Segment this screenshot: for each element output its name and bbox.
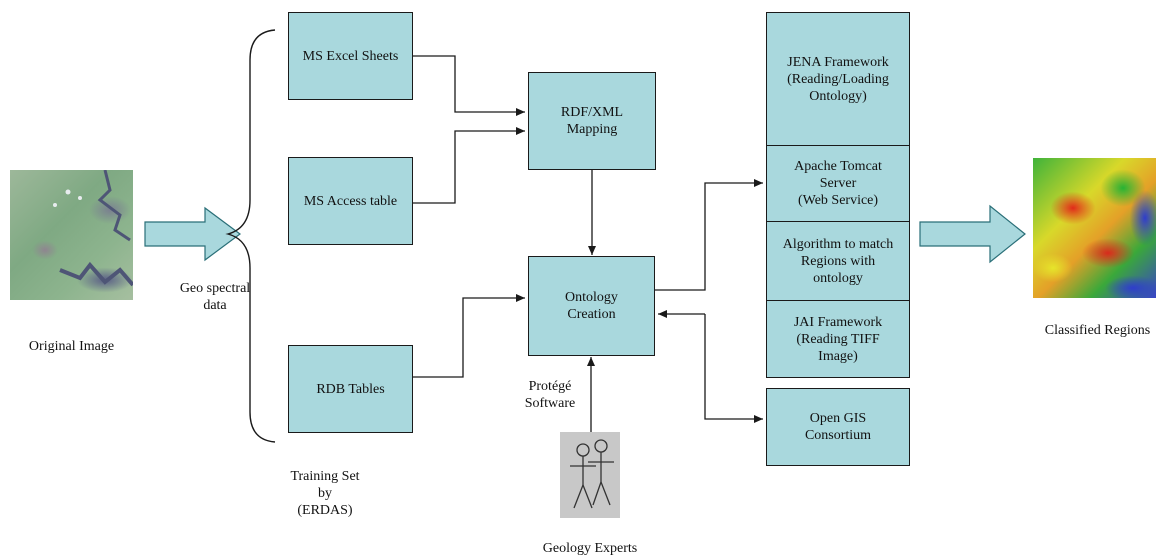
rdb-tables-box: RDB Tables: [288, 345, 413, 433]
jai-framework-box: JAI Framework (Reading TIFF Image): [766, 300, 910, 378]
access-to-rdf-arrow: [413, 131, 525, 203]
geology-experts-label: Geology Experts: [520, 540, 660, 557]
original-image: [10, 170, 133, 300]
ontology-to-tomcat-arrow: [655, 183, 763, 290]
ontology-creation-box: Ontology Creation: [528, 256, 655, 356]
training-set-label: Training Set by (ERDAS): [270, 468, 380, 519]
classified-regions-image: [1033, 158, 1156, 298]
original-image-rivers: [10, 170, 133, 300]
protege-software-label: Protégé Software: [515, 378, 585, 412]
excel-to-rdf-arrow: [400, 56, 525, 112]
rdb-to-ontology-arrow: [413, 298, 525, 377]
classified-regions-label: Classified Regions: [1030, 322, 1165, 339]
ms-access-box: MS Access table: [288, 157, 413, 245]
original-image-label: Original Image: [10, 338, 133, 355]
open-gis-box: Open GIS Consortium: [766, 388, 910, 466]
geology-experts-icon: [560, 432, 620, 518]
algorithm-match-box: Algorithm to match Regions with ontology: [766, 221, 910, 301]
rdf-xml-mapping-box: RDF/XML Mapping: [528, 72, 656, 170]
training-set-brace: [228, 30, 275, 442]
geo-spectral-label: Geo spectral data: [160, 280, 270, 314]
jena-framework-box: JENA Framework (Reading/Loading Ontology…: [766, 12, 910, 146]
ms-excel-box: MS Excel Sheets: [288, 12, 413, 100]
apache-tomcat-box: Apache Tomcat Server (Web Service): [766, 145, 910, 222]
opengis-ontology-arrow: [705, 314, 763, 419]
output-block-arrow: [920, 206, 1025, 262]
